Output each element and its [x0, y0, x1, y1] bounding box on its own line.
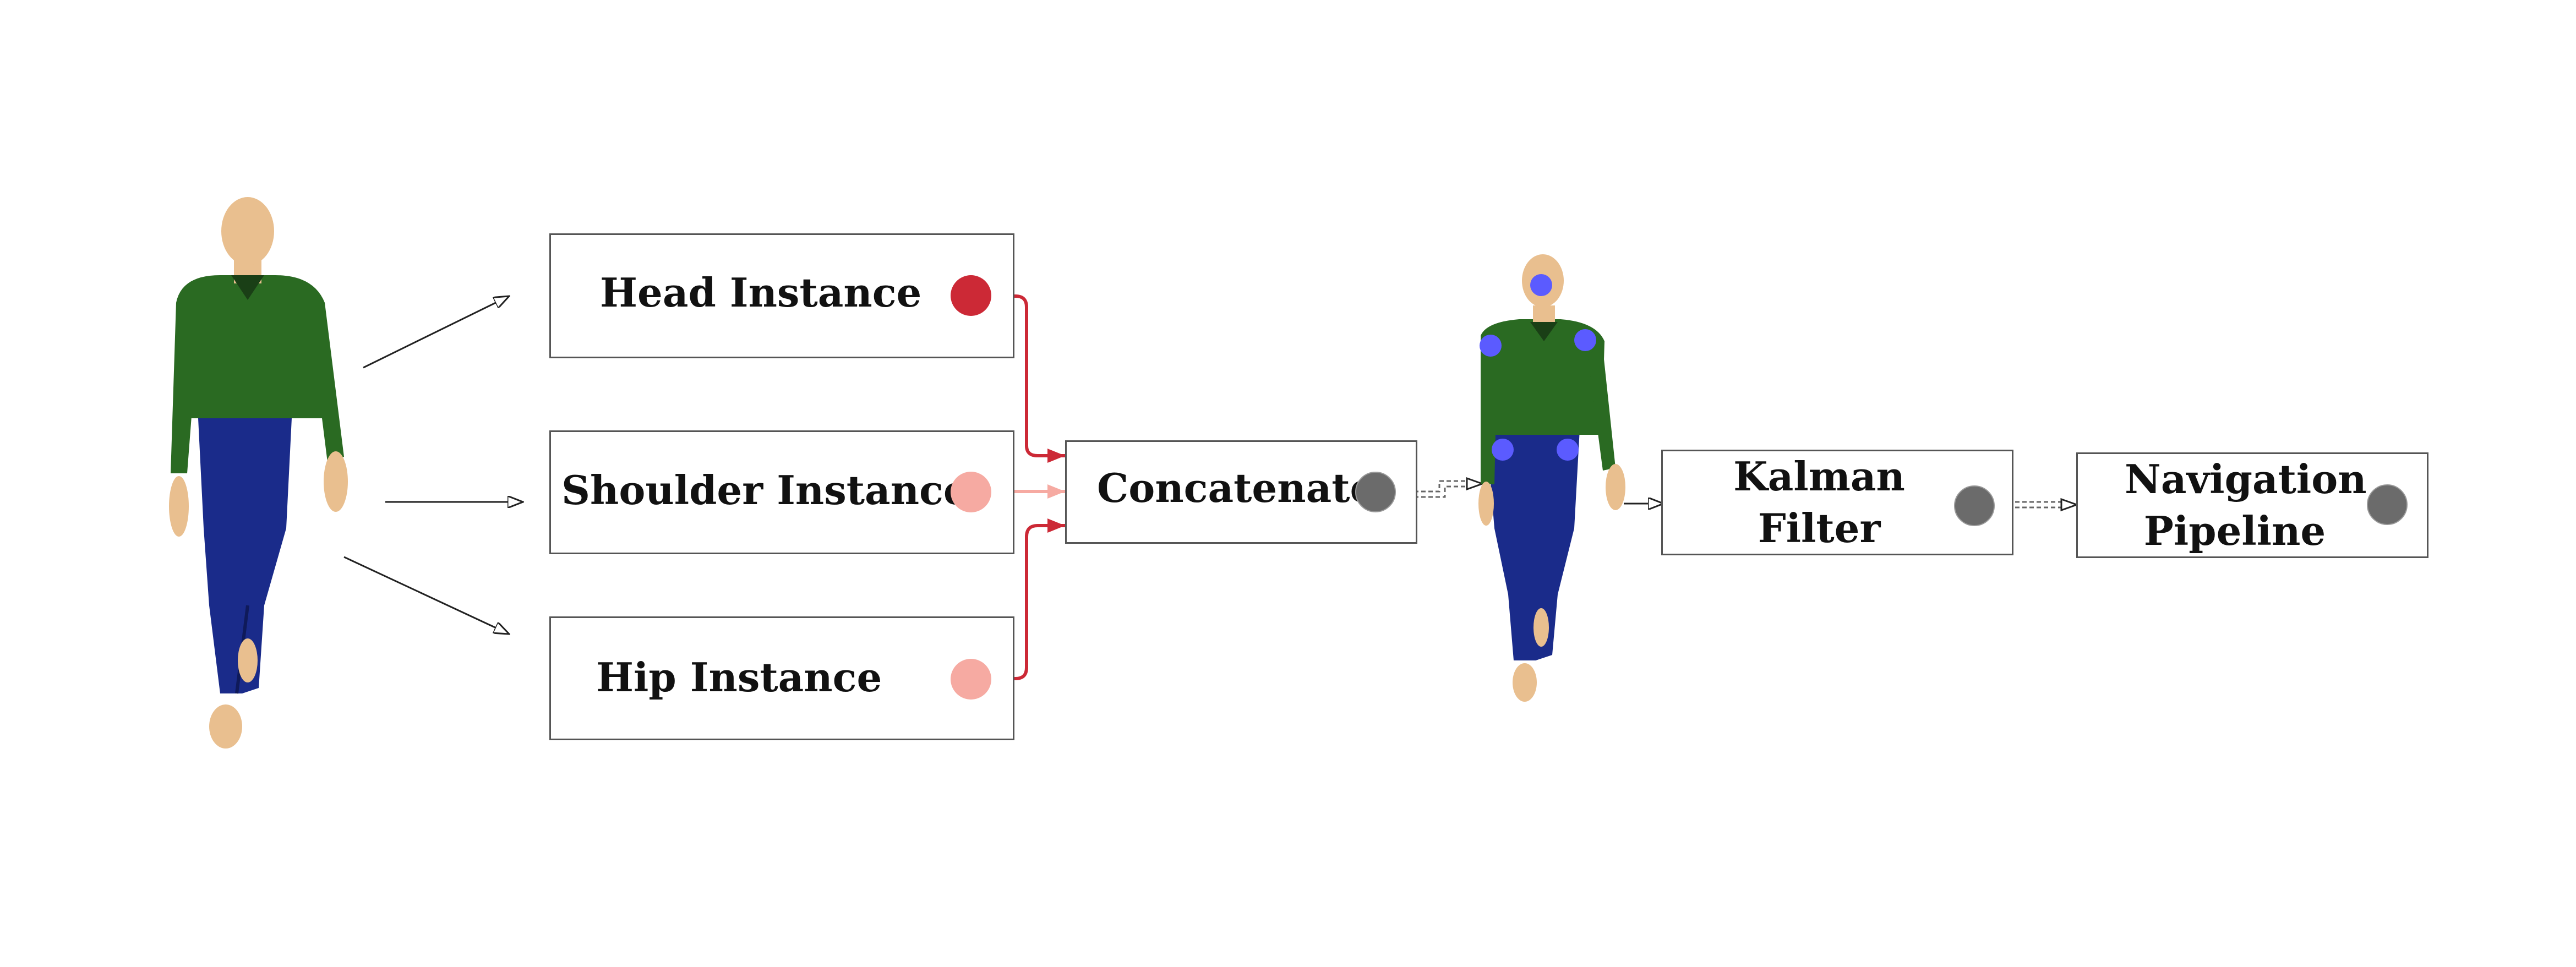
navigation-pipeline-label-line1: Navigation: [2125, 456, 2367, 502]
head-output-dot: [951, 275, 991, 316]
connector-head-to-concatenate: [991, 294, 1065, 463]
shoulder-output-dot: [951, 472, 991, 512]
kalman-filter-label-line2: Filter: [1758, 505, 1881, 551]
arrow-to-hip: [343, 556, 509, 634]
shoulder-instance-label: Shoulder Instance: [561, 467, 969, 513]
concatenate-output-dot: [1355, 472, 1396, 512]
hip-output-dot: [951, 659, 991, 700]
concatenate-label: Concatenate: [1097, 465, 1376, 511]
kalman-filter-label-line1: Kalman: [1733, 453, 1905, 500]
hip-instance-label: Hip Instance: [596, 654, 882, 701]
kalman-output-dot: [1954, 485, 1995, 526]
keypoint-hip-left: [1492, 439, 1514, 461]
person-figure-icon: [169, 197, 348, 749]
arrow-to-head: [363, 296, 509, 369]
keypoint-shoulder-right: [1574, 329, 1596, 351]
navigation-output-dot: [2367, 484, 2408, 525]
head-instance-box: [549, 233, 1014, 358]
hip-instance-box: [549, 616, 1014, 740]
connector-hip-to-concatenate: [991, 518, 1065, 680]
keypoint-person-icon: [1478, 254, 1625, 702]
navigation-pipeline-label-line2: Pipeline: [2143, 507, 2326, 554]
keypoint-hip-right: [1557, 439, 1579, 461]
shoulder-instance-box: [549, 430, 1014, 554]
keypoint-head: [1530, 274, 1552, 296]
keypoint-shoulder-left: [1480, 335, 1502, 357]
head-instance-label: Head Instance: [600, 269, 922, 316]
